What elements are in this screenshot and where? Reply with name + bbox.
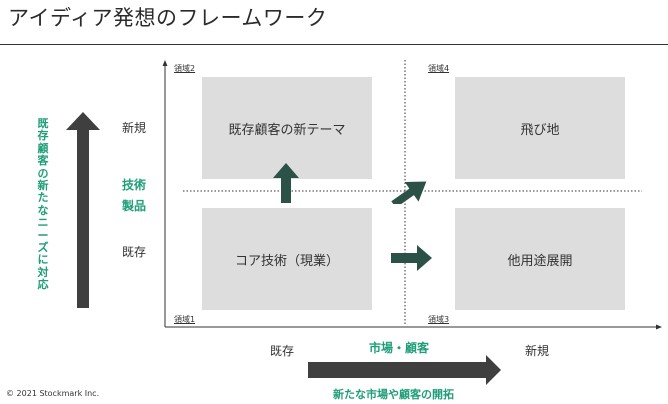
- arrow-diagonal-small: [391, 181, 427, 204]
- quadrant-4-box: 飛び地: [455, 77, 625, 179]
- quadrant-4-ref: 領域4: [428, 64, 450, 73]
- arrow-up-small: [273, 163, 299, 203]
- arrow-right-small: [391, 245, 432, 271]
- big-up-arrow: [66, 112, 100, 308]
- x-axis-name: 市場・顧客: [369, 341, 430, 355]
- quadrant-1-ref: 領域1: [174, 315, 196, 324]
- x-axis-left-label: 既存: [270, 344, 295, 358]
- y-axis-bottom-label: 既存: [122, 245, 147, 259]
- x-axis-right-label: 新規: [525, 344, 550, 358]
- bottom-caption: 新たな市場や顧客の開拓: [333, 388, 454, 401]
- quadrant-1-box: コア技術（現業）: [202, 208, 372, 310]
- y-axis-name-line2: 製品: [122, 199, 147, 213]
- copyright-text: © 2021 Stockmark Inc.: [6, 389, 100, 398]
- title-divider: [0, 44, 668, 45]
- left-caption: 既存顧客の新たなニーズに対応: [37, 117, 49, 292]
- page-title: アイディア発想のフレームワーク: [8, 6, 328, 30]
- quadrant-2-box: 既存顧客の新テーマ: [202, 77, 372, 179]
- quadrant-3-ref: 領域3: [428, 315, 450, 324]
- big-right-arrow: [308, 355, 501, 385]
- y-axis-name-line1: 技術: [122, 178, 147, 192]
- y-axis-top-label: 新規: [122, 121, 147, 135]
- quadrant-2-ref: 領域2: [174, 64, 196, 73]
- quadrant-3-box: 他用途展開: [455, 208, 625, 310]
